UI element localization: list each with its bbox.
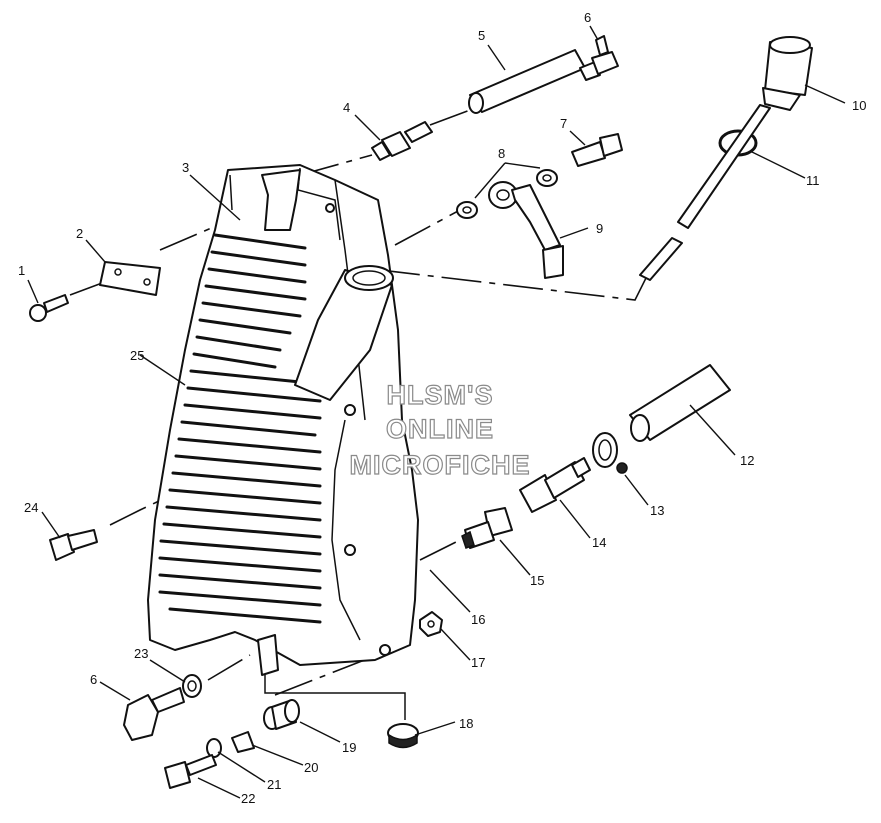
callout-6-top: 6 [584,10,591,25]
bolt-part-24 [49,529,98,561]
callout-2: 2 [76,226,83,241]
banjo-line-part-9 [488,181,564,279]
clamp-part-13 [592,432,628,474]
fitting-part-14 [519,457,591,513]
watermark-line-1: HLSM'S [387,380,494,410]
callout-12: 12 [740,453,754,468]
tank-cooling-fins [158,233,322,624]
callout-14: 14 [592,535,606,550]
bolt-part-22 [164,754,217,789]
callout-3: 3 [182,160,189,175]
grommet-part-18 [387,723,419,749]
callout-21: 21 [267,777,281,792]
dipstick-part-11 [639,104,771,281]
callout-5: 5 [478,28,485,43]
watermark: HLSM'S ONLINE MICROFICHE [349,379,531,480]
nut-part-17 [419,611,443,637]
oil-tank [147,164,419,666]
bushing-part-19 [263,699,300,730]
drain-boss [257,634,406,720]
sensor-part-15 [461,507,513,549]
callout-18: 18 [459,716,473,731]
callout-1: 1 [18,263,25,278]
callout-17: 17 [471,655,485,670]
callout-labels: 1 2 3 4 5 6 7 8 9 10 11 12 13 14 15 16 1… [18,10,866,806]
plate-part-2 [99,261,161,296]
callout-11: 11 [806,173,820,188]
washer-part-21 [206,738,222,758]
hose-part-5 [468,49,586,114]
dipstick-cap-part-10 [762,36,813,111]
hose-part-12 [629,364,731,442]
leader-lines [27,25,846,799]
tank-strap [261,169,301,231]
bolt-part-7 [571,133,623,167]
callout-7: 7 [560,116,567,131]
callout-6-bottom: 6 [90,672,97,687]
screw-part-1 [29,294,69,322]
callout-20: 20 [304,760,318,775]
callout-15: 15 [530,573,544,588]
watermark-line-2: ONLINE [386,414,494,444]
callout-16: 16 [471,612,485,627]
fitting-part-6-top [579,35,619,81]
washer-part-23 [182,674,202,698]
fitting-part-4 [371,121,433,161]
callout-13: 13 [650,503,664,518]
callout-9: 9 [596,221,603,236]
callout-8: 8 [498,146,505,161]
callout-24: 24 [24,500,38,515]
callout-23: 23 [134,646,148,661]
callout-19: 19 [342,740,356,755]
callout-4: 4 [343,100,350,115]
washers-part-8 [456,169,558,219]
callout-25: 25 [130,348,144,363]
sleeve-part-20 [231,731,255,753]
drain-bolt-part-6 [123,687,185,741]
watermark-line-3: MICROFICHE [350,450,531,480]
callout-10: 10 [852,98,866,113]
callout-22: 22 [241,791,255,806]
